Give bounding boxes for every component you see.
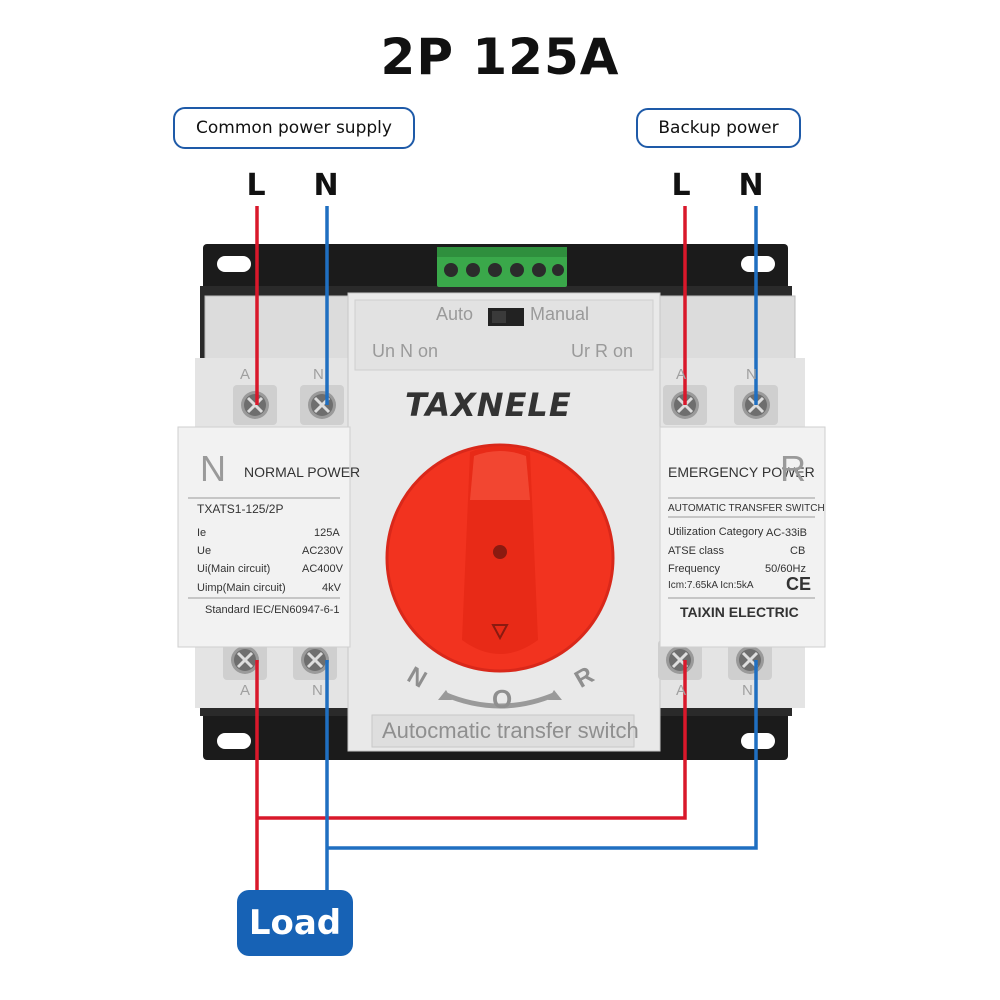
terminal-label-a: A: [676, 682, 687, 699]
terminal-label-a: A: [676, 366, 687, 383]
load-label: Load: [237, 890, 353, 956]
mode-auto-label: Auto: [436, 304, 474, 324]
mount-hole: [217, 256, 251, 272]
mode-manual-label: Manual: [530, 304, 590, 324]
brand-logo: TAXNELE: [405, 386, 572, 424]
backup-l-label: L: [671, 168, 691, 203]
backup-n-label: N: [738, 168, 764, 203]
emergency-power-panel: [659, 426, 826, 648]
standard-label: Standard IEC/EN60947-6-1: [205, 604, 340, 616]
control-terminal-block: [437, 247, 567, 287]
normal-l-label: L: [246, 168, 266, 203]
terminal-label-n: N: [313, 366, 324, 383]
mount-hole: [217, 733, 251, 749]
spec-key: ATSE class: [668, 545, 725, 557]
spec-key: Ui(Main circuit): [197, 563, 271, 575]
indicator-normal-label: Un N on: [372, 341, 439, 361]
normal-panel-letter: N: [200, 448, 226, 489]
terminal-label-n: N: [742, 682, 753, 699]
emergency-panel-letter: R: [780, 448, 806, 489]
selector-knob[interactable]: [385, 443, 615, 673]
common-power-supply-label: Common power supply: [173, 107, 415, 149]
indicator-reserve-label: Ur R on: [571, 341, 634, 361]
mount-hole: [741, 733, 775, 749]
ce-mark: CE: [786, 574, 812, 594]
spec-value: AC230V: [302, 545, 343, 557]
spec-value: 50/60Hz: [765, 563, 806, 575]
model-number: TXATS1-125/2P: [197, 502, 284, 516]
page-title: 2P 125A: [380, 28, 620, 86]
terminal-label-a: A: [240, 366, 251, 383]
normal-n-label: N: [313, 168, 339, 203]
spec-key: Uimp(Main circuit): [197, 582, 286, 594]
spec-value: CB: [790, 545, 806, 557]
knob-position-o: O: [492, 684, 513, 714]
spec-value: 4kV: [322, 582, 341, 594]
product-footer-label: Autocmatic transfer switch: [382, 718, 639, 743]
emergency-power-heading: EMERGENCY POWER: [668, 464, 815, 480]
spec-key: Ie: [197, 527, 207, 539]
normal-power-panel: [177, 426, 351, 648]
terminal-label-a: A: [240, 682, 251, 699]
terminal-label-n: N: [746, 366, 757, 383]
spec-value: 125A: [314, 527, 340, 539]
backup-power-label: Backup power: [636, 108, 801, 148]
spec-value: AC400V: [302, 563, 343, 575]
load-neutral-wire: [325, 660, 758, 890]
normal-power-heading: NORMAL POWER: [244, 464, 361, 480]
spec-key: Frequency: [668, 563, 720, 575]
spec-value: AC-33iB: [766, 527, 807, 539]
spec-key: Icm:7.65kA Icn:5kA: [668, 580, 754, 591]
manufacturer-label: TAIXIN ELECTRIC: [680, 604, 799, 620]
spec-key: Ue: [197, 545, 212, 557]
spec-key: Utilization Category: [668, 526, 764, 538]
mount-hole: [741, 256, 775, 272]
wiring: [255, 206, 758, 890]
terminal-label-n: N: [312, 682, 323, 699]
emergency-subheading: AUTOMATIC TRANSFER SWITCH: [668, 503, 825, 514]
load-live-wire: [255, 660, 687, 890]
